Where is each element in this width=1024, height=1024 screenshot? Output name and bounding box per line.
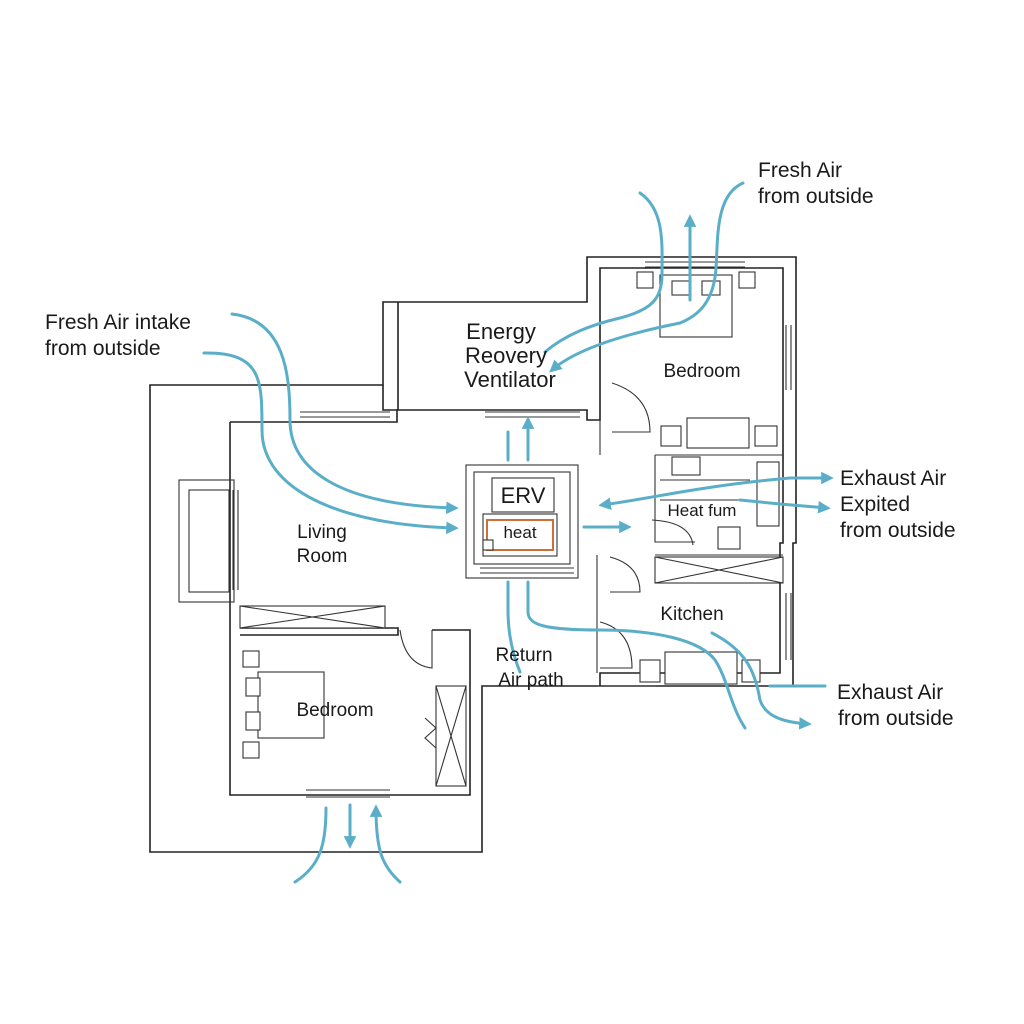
heat-fan-label: Heat fum xyxy=(668,501,737,520)
erv-title-line-3: Ventilator xyxy=(464,367,556,392)
exhaust-expited-line-2: Expited xyxy=(840,493,910,516)
fresh-air-top-line-2: from outside xyxy=(758,185,874,208)
erv-label-box xyxy=(491,477,555,513)
fresh-air-intake-line-1: Fresh Air intake xyxy=(45,311,191,334)
outer-wall xyxy=(149,256,797,853)
return-air-flow-right xyxy=(526,580,747,730)
kitchen-exhaust-flow xyxy=(710,631,812,730)
erv-unit: ERV heat xyxy=(465,464,579,579)
exhaust-expited-line-1: Exhaust Air xyxy=(840,467,946,490)
exhaust-expited-line-3: from outside xyxy=(840,519,956,542)
return-air-line-1: Return xyxy=(495,645,552,666)
expited-flow xyxy=(738,498,831,514)
bottom-intake-right xyxy=(369,804,402,884)
kitchen-label: Kitchen xyxy=(660,604,723,625)
furniture xyxy=(239,271,784,787)
exhaust-bottom-line-2: from outside xyxy=(838,707,954,730)
labels: Energy Reovery Ventilator Living Room Be… xyxy=(45,159,956,730)
heat-label: heat xyxy=(503,523,536,542)
exhaust-bottom-line-1: Exhaust Air xyxy=(837,681,943,704)
fresh-air-top-line-1: Fresh Air xyxy=(758,159,842,182)
top-intake-flow-left xyxy=(543,191,664,354)
return-air-line-2: Air path xyxy=(498,670,563,691)
fresh-air-intake-line-2: from outside xyxy=(45,337,161,360)
intake-flow-upper xyxy=(230,312,459,515)
erv-title-line-1: Energy xyxy=(466,319,536,344)
bottom-intake-left xyxy=(293,806,328,884)
erv-title-line-2: Reovery xyxy=(465,343,547,368)
return-air-flow-left xyxy=(506,580,522,674)
airflow-paths xyxy=(202,181,834,884)
bedroom-bottom-label: Bedroom xyxy=(296,700,373,721)
bedroom-top-label: Bedroom xyxy=(663,361,740,382)
top-intake-flow-right xyxy=(549,181,745,373)
living-room-line-2: Room xyxy=(297,546,348,567)
living-room-line-1: Living xyxy=(297,522,347,543)
erv-box-label: ERV xyxy=(501,483,546,508)
exhaust-to-outside xyxy=(598,471,834,511)
intake-flow-lower xyxy=(202,351,459,535)
